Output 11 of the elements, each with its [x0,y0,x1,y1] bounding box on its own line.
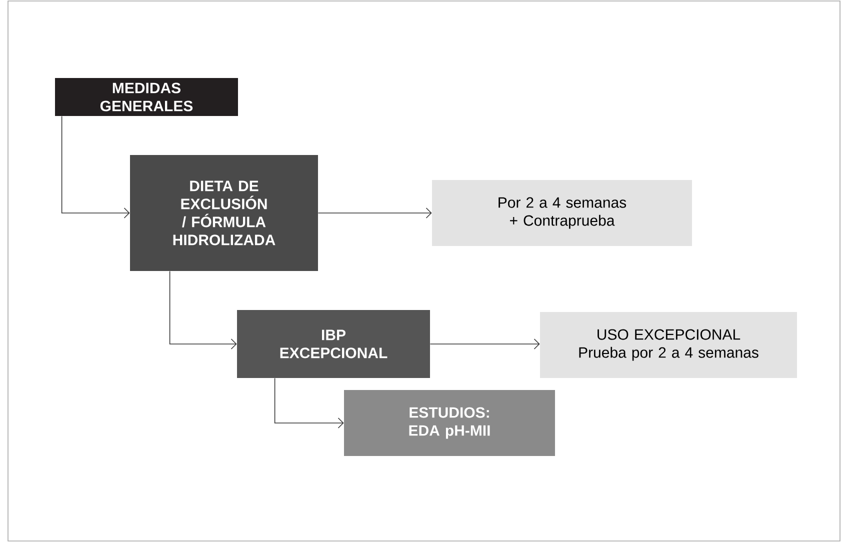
process-box: Por 2 a 4 semanas + Contraprueba [432,180,692,246]
process-box: IBP EXCEPCIONAL [237,310,430,378]
arrow [318,208,432,218]
process-box: USO EXCEPCIONAL Prueba por 2 a 4 semanas [540,312,797,378]
arrow [169,270,237,350]
process-box: ESTUDIOS: EDA pH-MII [344,390,555,456]
process-box: DIETA DE EXCLUSIÓN / FÓRMULA HIDROLIZADA [130,155,318,271]
arrow [61,116,130,218]
arrow [274,378,344,428]
process-box: MEDIDAS GENERALES [55,78,238,116]
arrow [430,338,540,350]
